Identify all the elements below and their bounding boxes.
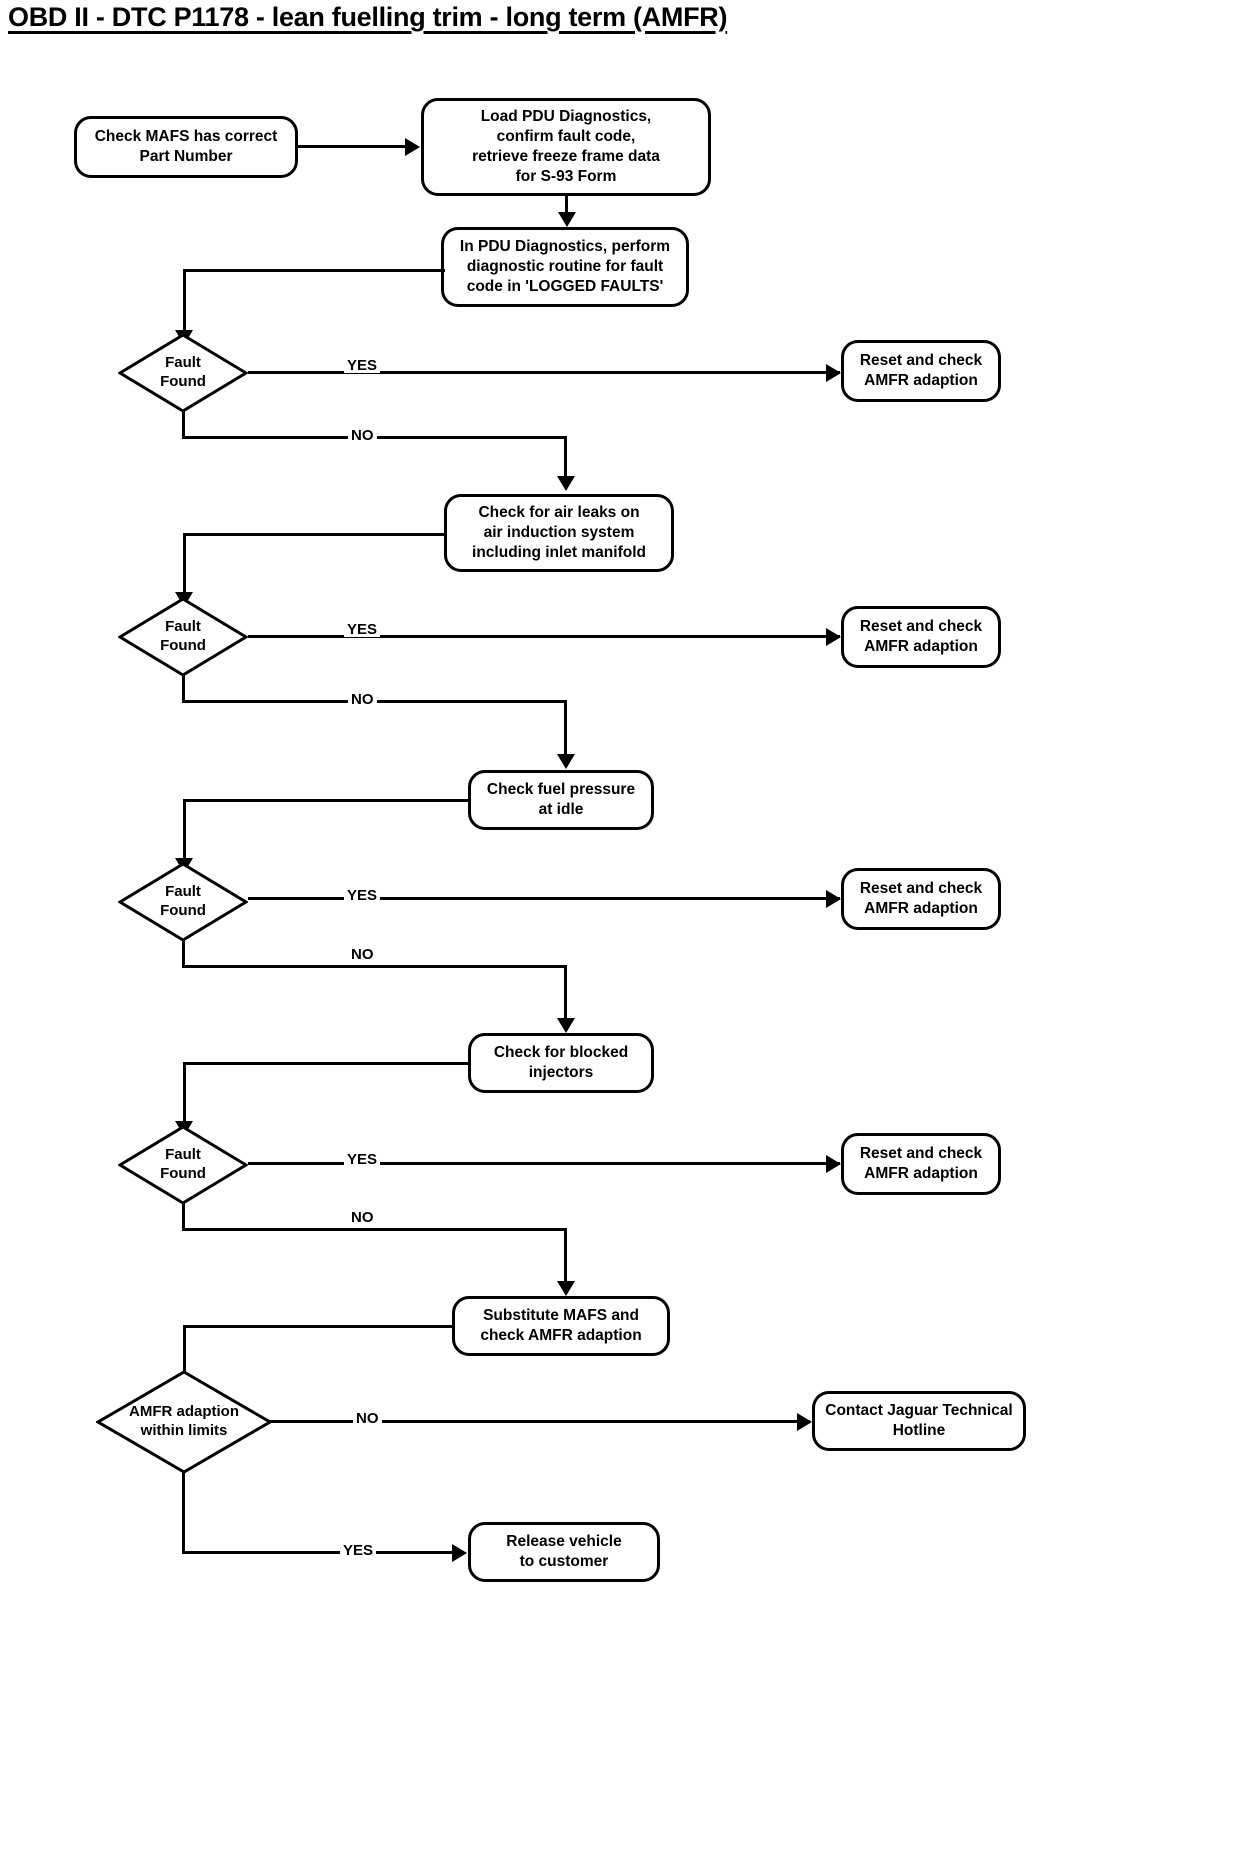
connector-injectors-to-left [183,1062,470,1065]
node-substitute-mafs: Substitute MAFS and check AMFR adaption [452,1296,670,1356]
node-reset-check-3-label: Reset and check AMFR adaption [859,880,983,917]
arrowhead-no1 [557,476,575,491]
node-contact-hotline-label: Contact Jaguar Technical Hotline [825,1402,1013,1439]
node-in-pdu: In PDU Diagnostics, perform diagnostic r… [441,227,689,307]
edge-label-yes5: YES [340,1543,377,1558]
connector-no2-stub [182,674,185,702]
node-check-air-leaks: Check for air leaks on air induction sys… [444,494,674,572]
connector-fuelpressure-left-drop [183,799,186,867]
node-check-blocked-injectors-label: Check for blocked injectors [493,1044,629,1081]
node-check-air-leaks-label: Check for air leaks on air induction sys… [472,504,646,561]
edge-label-yes4: YES [344,1152,381,1167]
node-reset-check-4: Reset and check AMFR adaption [841,1133,1001,1195]
connector-yes2 [248,635,840,638]
edge-label-no5: NO [353,1411,382,1426]
node-fault-found-1: Fault Found [118,333,248,413]
connector-yes5 [182,1551,464,1554]
arrowhead-yes1 [826,364,841,382]
connector-substitute-left-drop [183,1325,186,1393]
node-check-mafs-label: Check MAFS has correct Part Number [94,128,278,165]
node-load-pdu: Load PDU Diagnostics, confirm fault code… [421,98,711,196]
connector-airleaks-left-drop [183,533,186,601]
node-check-fuel-pressure: Check fuel pressure at idle [468,770,654,830]
connector-no4-drop [564,1228,567,1286]
connector-no1-stub [182,410,185,438]
node-fault-found-2-label: Fault Found [160,618,206,654]
connector-yes1 [248,371,840,374]
node-substitute-mafs-label: Substitute MAFS and check AMFR adaption [480,1307,642,1344]
node-reset-check-4-label: Reset and check AMFR adaption [859,1145,983,1182]
node-check-fuel-pressure-label: Check fuel pressure at idle [486,781,636,818]
node-reset-check-1-label: Reset and check AMFR adaption [859,352,983,389]
connector-yes3 [248,897,840,900]
edge-label-no4: NO [348,1210,377,1225]
connector-fuelpressure-to-left [183,799,470,802]
arrowhead-mafs-to-loadpdu [405,138,420,156]
arrowhead-yes3 [826,890,841,908]
connector-yes5-drop [182,1470,185,1554]
node-in-pdu-label: In PDU Diagnostics, perform diagnostic r… [459,238,671,295]
edge-label-no3: NO [348,947,377,962]
connector-no3-stub [182,939,185,967]
node-fault-found-3-label: Fault Found [160,883,206,919]
connector-loadpdu-to-inpdu [565,196,568,222]
edge-label-yes2: YES [344,622,381,637]
connector-no3 [182,965,567,968]
node-contact-hotline: Contact Jaguar Technical Hotline [812,1391,1026,1451]
connector-no5 [270,1420,810,1423]
node-fault-found-4-label: Fault Found [160,1146,206,1182]
connector-no4 [182,1228,567,1231]
arrowhead-no4 [557,1281,575,1296]
connector-inpdu-left-drop [183,269,186,339]
page-title: OBD II - DTC P1178 - lean fuelling trim … [8,2,728,32]
connector-no3-drop [564,965,567,1023]
arrowhead-loadpdu-to-inpdu [558,212,576,227]
node-reset-check-2-label: Reset and check AMFR adaption [859,618,983,655]
edge-label-yes3: YES [344,888,381,903]
connector-no2-drop [564,700,567,760]
node-release-vehicle: Release vehicle to customer [468,1522,660,1582]
connector-injectors-left-drop [183,1062,186,1130]
node-check-blocked-injectors: Check for blocked injectors [468,1033,654,1093]
arrowhead-yes4 [826,1155,841,1173]
node-fault-found-1-label: Fault Found [160,354,206,390]
node-amfr-within-limits: AMFR adaption within limits [96,1370,272,1474]
connector-airleaks-to-left [183,533,446,536]
node-reset-check-3: Reset and check AMFR adaption [841,868,1001,930]
connector-inpdu-to-left [183,269,445,272]
connector-no4-stub [182,1202,185,1230]
connector-no1-drop [564,436,567,482]
node-load-pdu-label: Load PDU Diagnostics, confirm fault code… [472,108,660,185]
edge-label-no2: NO [348,692,377,707]
node-reset-check-1: Reset and check AMFR adaption [841,340,1001,402]
node-reset-check-2: Reset and check AMFR adaption [841,606,1001,668]
arrowhead-yes5 [452,1544,467,1562]
arrowhead-yes2 [826,628,841,646]
connector-substitute-to-left [183,1325,455,1328]
arrowhead-no2 [557,754,575,769]
connector-mafs-to-loadpdu [298,145,408,148]
edge-label-no1: NO [348,428,377,443]
node-fault-found-4: Fault Found [118,1125,248,1205]
connector-yes4 [248,1162,840,1165]
edge-label-yes1: YES [344,358,381,373]
node-fault-found-3: Fault Found [118,862,248,942]
arrowhead-no3 [557,1018,575,1033]
arrowhead-no5 [797,1413,812,1431]
node-amfr-within-limits-label: AMFR adaption within limits [129,1403,239,1439]
node-release-vehicle-label: Release vehicle to customer [506,1533,622,1570]
node-fault-found-2: Fault Found [118,597,248,677]
node-check-mafs: Check MAFS has correct Part Number [74,116,298,178]
